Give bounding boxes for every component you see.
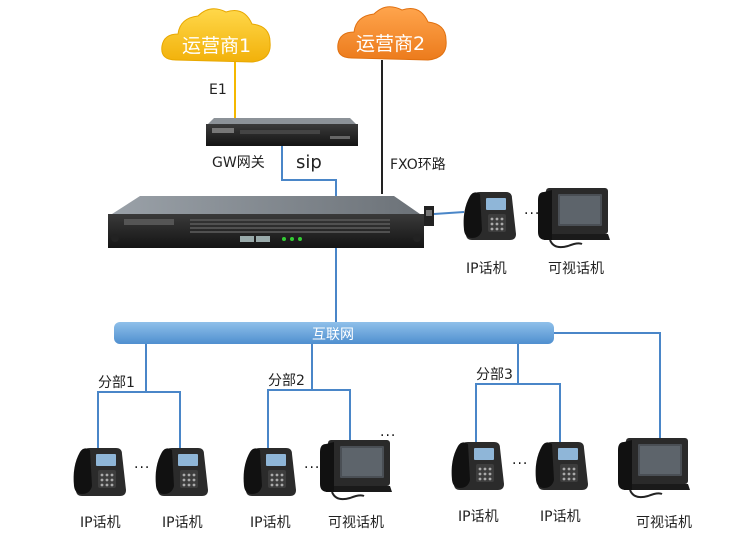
branch3-label: 分部3 xyxy=(476,367,513,383)
carrier1-cloud xyxy=(161,8,271,63)
branch1-ip-phone-a xyxy=(73,448,126,496)
branch3-fork xyxy=(475,383,561,442)
adapter-to-phone-line xyxy=(433,211,465,215)
local-video-phone xyxy=(537,187,611,249)
branch1-ellipsis: ... xyxy=(134,456,151,472)
branch1-label: 分部1 xyxy=(98,375,135,391)
branch2-video-phone-label: 可视话机 xyxy=(328,515,384,531)
branch2-video-phone xyxy=(319,439,393,501)
sip-link-line xyxy=(281,140,337,196)
remote-video-phone-label: 可视话机 xyxy=(636,515,692,531)
branch2-ellipsis-b: ... xyxy=(380,424,397,440)
gw-gateway-device xyxy=(206,118,358,146)
branch3-ip-phone-a-label: IP话机 xyxy=(458,509,499,525)
fxo-label: FXO环路 xyxy=(390,157,446,173)
internet-label: 互联网 xyxy=(312,327,354,343)
branch2-label: 分部2 xyxy=(268,373,305,389)
local-video-phone-label: 可视话机 xyxy=(548,261,604,277)
branch2-fork xyxy=(267,389,351,448)
local-ip-phone-label: IP话机 xyxy=(466,261,507,277)
branch3-ip-phone-b-label: IP话机 xyxy=(540,509,581,525)
local-ellipsis: ... xyxy=(524,202,541,218)
ippbx-server xyxy=(108,196,424,248)
e1-label: E1 xyxy=(209,82,227,98)
branch2-ip-phone xyxy=(243,448,296,496)
branch2-ellipsis-a: ... xyxy=(304,456,321,472)
branch3-ellipsis: ... xyxy=(512,452,529,468)
carrier2-cloud xyxy=(337,6,447,61)
branch3-ip-phone-b xyxy=(535,442,588,490)
internet-to-video-line xyxy=(554,332,661,440)
fxo-adapter xyxy=(424,206,434,226)
branch2-ip-phone-label: IP话机 xyxy=(250,515,291,531)
internet-bar xyxy=(114,322,554,344)
branch1-ip-phone-a-label: IP话机 xyxy=(80,515,121,531)
branch1-ip-phone-b xyxy=(155,448,208,496)
gateway-label: GW网关 xyxy=(212,155,265,171)
branch1-ip-phone-b-label: IP话机 xyxy=(162,515,203,531)
remote-video-phone xyxy=(617,437,691,499)
local-ip-phone xyxy=(463,192,516,240)
branch3-ip-phone-a xyxy=(451,442,504,490)
branch1-fork xyxy=(97,391,181,448)
carrier2-label: 运营商2 xyxy=(356,33,425,55)
carrier1-label: 运营商1 xyxy=(182,35,251,57)
sip-label: sip xyxy=(296,152,322,173)
